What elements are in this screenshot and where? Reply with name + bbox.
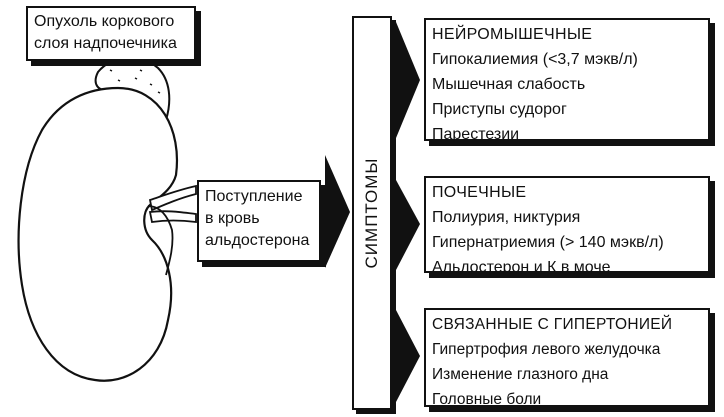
symptom-item: Головные боли bbox=[432, 391, 542, 408]
symptom-item: Изменение глазного дна bbox=[432, 366, 609, 383]
tumor-label-line: Опухоль коркового bbox=[34, 13, 175, 30]
arrow-to-renal bbox=[396, 180, 420, 270]
symptom-item: Парестезии bbox=[432, 126, 520, 143]
arrow-to-neuromuscular bbox=[396, 22, 420, 138]
release-label-box: Поступление в кровь альдостерона bbox=[197, 180, 321, 262]
symptom-item: Приступы судорог bbox=[432, 101, 567, 118]
ureter-lower bbox=[148, 210, 197, 224]
arrow-to-hypertension bbox=[396, 310, 420, 402]
tumor-label-box: Опухоль коркового слоя надпочечника bbox=[26, 6, 196, 61]
release-label-line: Поступление bbox=[205, 188, 303, 205]
release-label-line: альдостерона bbox=[205, 232, 310, 249]
renal-hilum-vessel bbox=[147, 205, 174, 276]
group-heading: НЕЙРОМЫШЕЧНЫЕ bbox=[432, 26, 593, 43]
group-neuromuscular: НЕЙРОМЫШЕЧНЫЕ Гипокалиемия (<3,7 мэкв/л)… bbox=[424, 18, 710, 143]
symptom-item: Гипернатриемия (> 140 мэкв/л) bbox=[432, 234, 664, 251]
group-hypertension: СВЯЗАННЫЕ С ГИПЕРТОНИЕЙ Гипертрофия лево… bbox=[424, 308, 710, 408]
tumor-label-line: слоя надпочечника bbox=[34, 35, 177, 52]
group-heading: ПОЧЕЧНЫЕ bbox=[432, 184, 527, 201]
ureter-upper bbox=[148, 184, 197, 212]
symptom-item: Альдостерон и К в моче bbox=[432, 259, 611, 276]
group-renal: ПОЧЕЧНЫЕ Полиурия, никтурия Гипернатрием… bbox=[424, 176, 710, 276]
symptom-item: Гипокалиемия (<3,7 мэкв/л) bbox=[432, 51, 638, 68]
kidney-shape bbox=[17, 86, 179, 382]
symptom-item: Мышечная слабость bbox=[432, 76, 586, 93]
group-heading: СВЯЗАННЫЕ С ГИПЕРТОНИЕЙ bbox=[432, 316, 673, 333]
arrow-release-to-symptoms bbox=[325, 155, 350, 268]
symptoms-box: СИМПТОМЫ bbox=[352, 16, 392, 410]
symptom-item: Гипертрофия левого желудочка bbox=[432, 341, 661, 358]
symptoms-label: СИМПТОМЫ bbox=[362, 157, 381, 269]
release-label-line: в кровь bbox=[205, 210, 260, 227]
symptom-item: Полиурия, никтурия bbox=[432, 209, 581, 226]
